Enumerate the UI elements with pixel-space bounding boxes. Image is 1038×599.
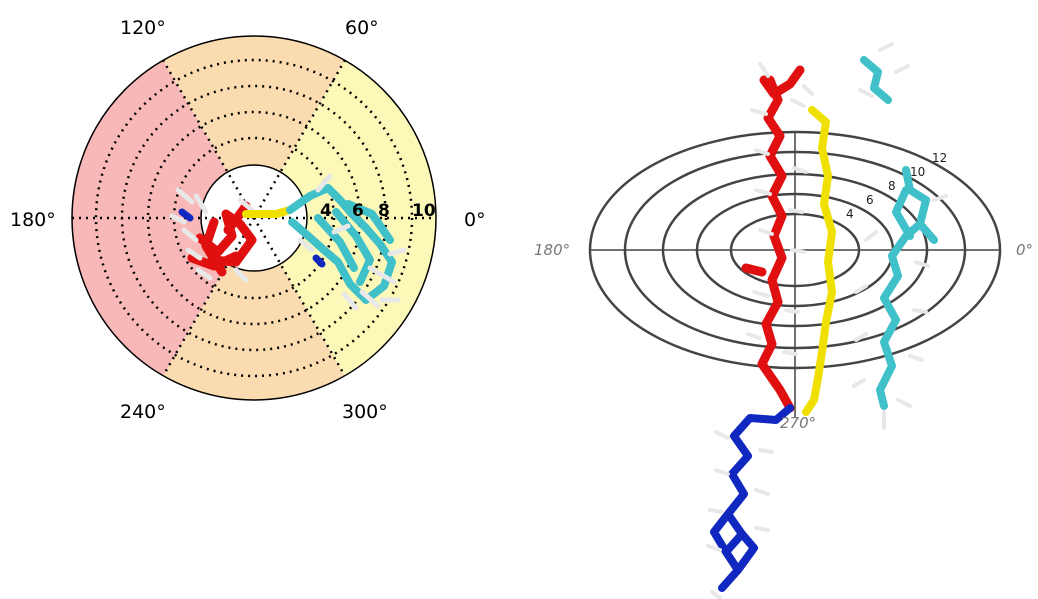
molecule-side-view (706, 42, 948, 599)
left-radial-label-10: 10 (412, 201, 436, 221)
right-radial-label-4: 4 (846, 207, 854, 221)
blue-hydrogens (706, 430, 774, 599)
left-angle-label-300: 300° (342, 401, 388, 423)
red-chain-side (741, 65, 805, 413)
ellipse-axes (590, 132, 1000, 418)
hydrogens-right (297, 173, 407, 311)
cyan-hydrogens (852, 42, 948, 430)
cyan-rings-top (286, 184, 396, 304)
left-radial-label-8: 8 (378, 201, 390, 221)
right-radial-label-10: 10 (910, 165, 925, 179)
right-angle-label-270: 270° (780, 414, 816, 432)
yellow-chain-top (242, 206, 294, 218)
blue-chain-side (710, 404, 794, 592)
red-hydrogens (746, 62, 814, 356)
outer-ring (71, 35, 437, 401)
right-radial-label-12: 12 (932, 151, 947, 165)
left-angle-label-120: 120° (120, 17, 166, 39)
left-radial-label-6: 6 (352, 201, 364, 221)
left-angle-label-180: 180° (10, 209, 56, 231)
cyan-chain-side (860, 56, 938, 410)
left-radial-label-4: 4 (320, 201, 332, 221)
right-angle-label-180: 180° (534, 241, 570, 259)
right-3d-polar-plot: 4 6 8 10 12 180° 0° 270° (534, 42, 1033, 599)
left-angle-label-240: 240° (120, 401, 166, 423)
molecule-top-view (169, 173, 407, 311)
hydrogens-left (169, 187, 255, 283)
left-angle-label-60: 60° (345, 17, 379, 39)
right-radial-label-8: 8 (888, 179, 896, 193)
left-angle-label-0: 0° (464, 209, 486, 231)
right-radial-label-6: 6 (866, 193, 874, 207)
blue-atoms-top (178, 208, 326, 268)
yellow-chain-side (802, 106, 836, 416)
sector-peach (163, 35, 345, 401)
left-polar-plot: 4 6 8 10 0° 60° 120° 180° 240° 300° (10, 17, 486, 423)
right-angle-label-0: 0° (1016, 241, 1033, 259)
red-chain-top (187, 201, 257, 277)
